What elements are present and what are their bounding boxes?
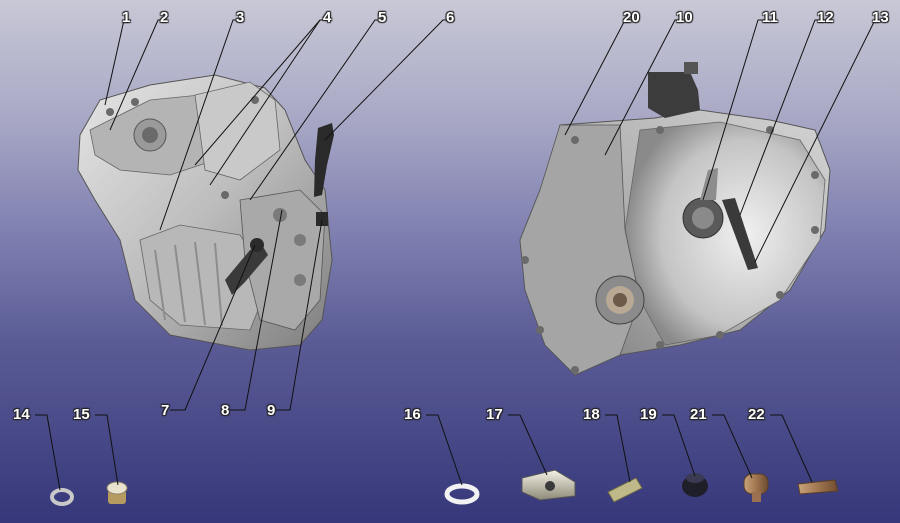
right-transmission-assembly	[519, 62, 831, 376]
callout-11: 11	[762, 9, 778, 26]
input-shaft-part-11	[682, 168, 724, 239]
part-21-bolt	[743, 473, 769, 502]
callout-20: 20	[623, 9, 640, 26]
part-22-bolt	[797, 479, 839, 495]
part-18-pin	[607, 477, 643, 503]
callout-9: 9	[267, 402, 276, 419]
part-19-cap	[682, 473, 708, 497]
part-17-bracket	[521, 469, 576, 501]
callout-5: 5	[378, 9, 387, 26]
callout-3: 3	[236, 9, 245, 26]
callout-7: 7	[161, 402, 170, 419]
callout-2: 2	[160, 9, 169, 26]
shift-lever-part-6	[314, 123, 334, 197]
part-15-plug	[106, 481, 128, 504]
callout-15: 15	[73, 406, 90, 423]
callout-17: 17	[486, 406, 503, 423]
leader-lines	[35, 19, 888, 491]
callout-21: 21	[690, 406, 707, 423]
callout-8: 8	[221, 402, 230, 419]
shift-shaft-part-12	[722, 198, 758, 270]
switch-part-9	[316, 212, 328, 226]
callout-14: 14	[13, 406, 30, 423]
callout-1: 1	[122, 9, 131, 26]
part-14-washer	[50, 488, 74, 506]
callout-18: 18	[583, 406, 600, 423]
part-16-washer	[444, 483, 480, 505]
callout-6: 6	[446, 9, 455, 26]
callout-10: 10	[676, 9, 693, 26]
left-transmission-assembly	[77, 74, 334, 351]
callout-19: 19	[640, 406, 657, 423]
callout-16: 16	[404, 406, 421, 423]
callout-12: 12	[817, 9, 834, 26]
callout-22: 22	[748, 406, 765, 423]
callout-13: 13	[872, 9, 889, 26]
callout-4: 4	[323, 9, 332, 26]
